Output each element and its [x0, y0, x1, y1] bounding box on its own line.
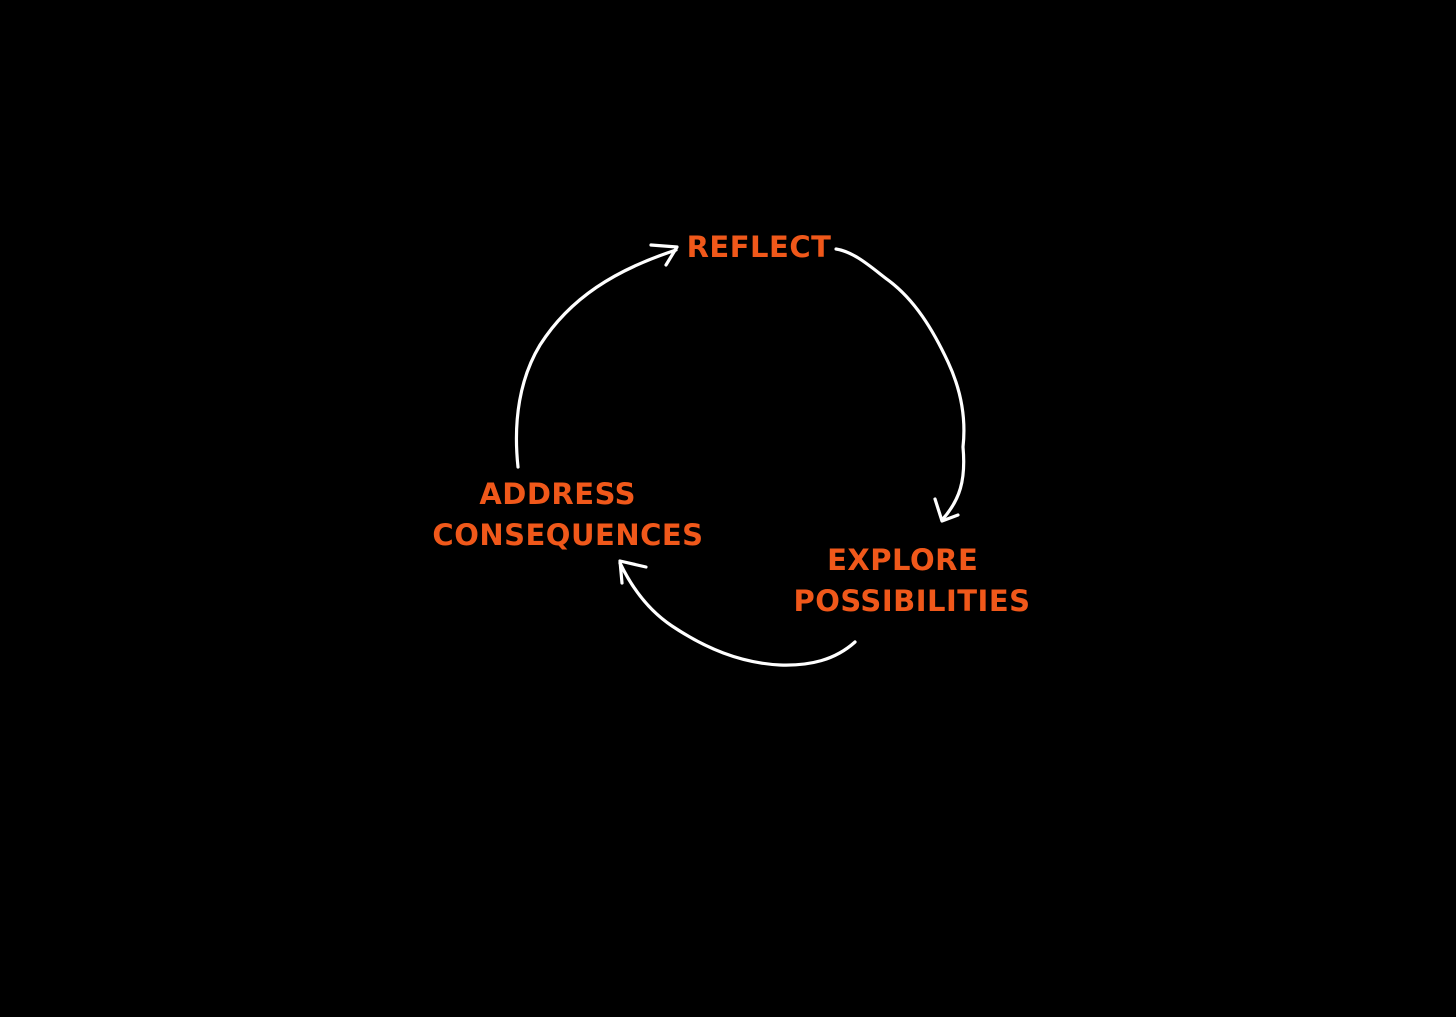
node-explore-possibilities: EXPLORE POSSIBILITIES	[793, 543, 1030, 618]
arrow-reflect-to-explore-shaft	[834, 247, 966, 522]
node-address-consequences: ADDRESS CONSEQUENCES	[432, 477, 703, 552]
arrow-explore-to-address-head	[618, 559, 648, 585]
node-address-line-1: ADDRESS	[479, 477, 636, 511]
arrow-reflect-to-explore-head	[933, 497, 960, 523]
arrow-reflect-to-explore	[834, 247, 966, 523]
arrow-explore-to-address	[618, 559, 857, 667]
node-reflect-line-1: REFLECT	[687, 230, 832, 264]
node-reflect: REFLECT	[687, 230, 832, 264]
arrow-address-to-reflect-head	[649, 243, 679, 267]
arrow-explore-to-address-shaft	[618, 561, 857, 667]
node-explore-line-2: POSSIBILITIES	[793, 584, 1030, 618]
arrow-address-to-reflect	[514, 243, 679, 469]
arrow-address-to-reflect-shaft	[514, 248, 678, 469]
node-address-line-2: CONSEQUENCES	[432, 518, 703, 552]
node-explore-line-1: EXPLORE	[827, 543, 978, 577]
